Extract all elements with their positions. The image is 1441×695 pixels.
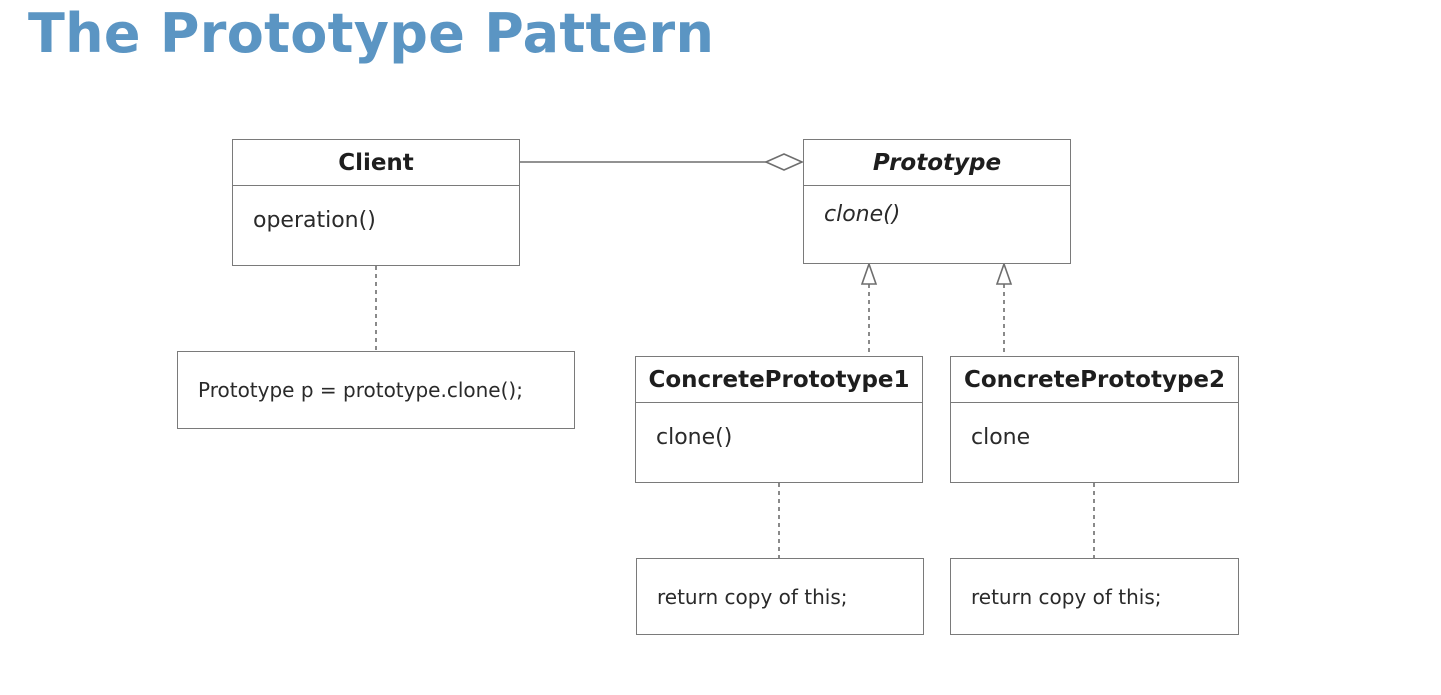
note-concrete-prototype-2: return copy of this; (950, 558, 1239, 635)
class-prototype-name: Prototype (804, 140, 1070, 186)
class-concrete-prototype-1-name: ConcretePrototype1 (636, 357, 922, 403)
aggregation-diamond-icon (764, 153, 804, 171)
class-prototype: Prototype clone() (803, 139, 1071, 264)
note-client: Prototype p = prototype.clone(); (177, 351, 575, 429)
class-prototype-operation: clone() (824, 202, 901, 227)
class-concrete-prototype-1-operation: clone() (656, 425, 733, 450)
slide-title: The Prototype Pattern (28, 2, 715, 65)
class-concrete-prototype-2-name: ConcretePrototype2 (951, 357, 1238, 403)
note-concrete-prototype-1: return copy of this; (636, 558, 924, 635)
class-client-operation: operation() (253, 208, 376, 233)
realization-arrow-2-icon (995, 261, 1013, 285)
realization-arrow-1-icon (860, 261, 878, 285)
class-concrete-prototype-2-operation: clone (971, 425, 1031, 450)
class-concrete-prototype-2: ConcretePrototype2 clone (950, 356, 1239, 483)
class-concrete-prototype-1: ConcretePrototype1 clone() (635, 356, 923, 483)
class-client-name: Client (233, 140, 519, 186)
class-client: Client operation() (232, 139, 520, 266)
